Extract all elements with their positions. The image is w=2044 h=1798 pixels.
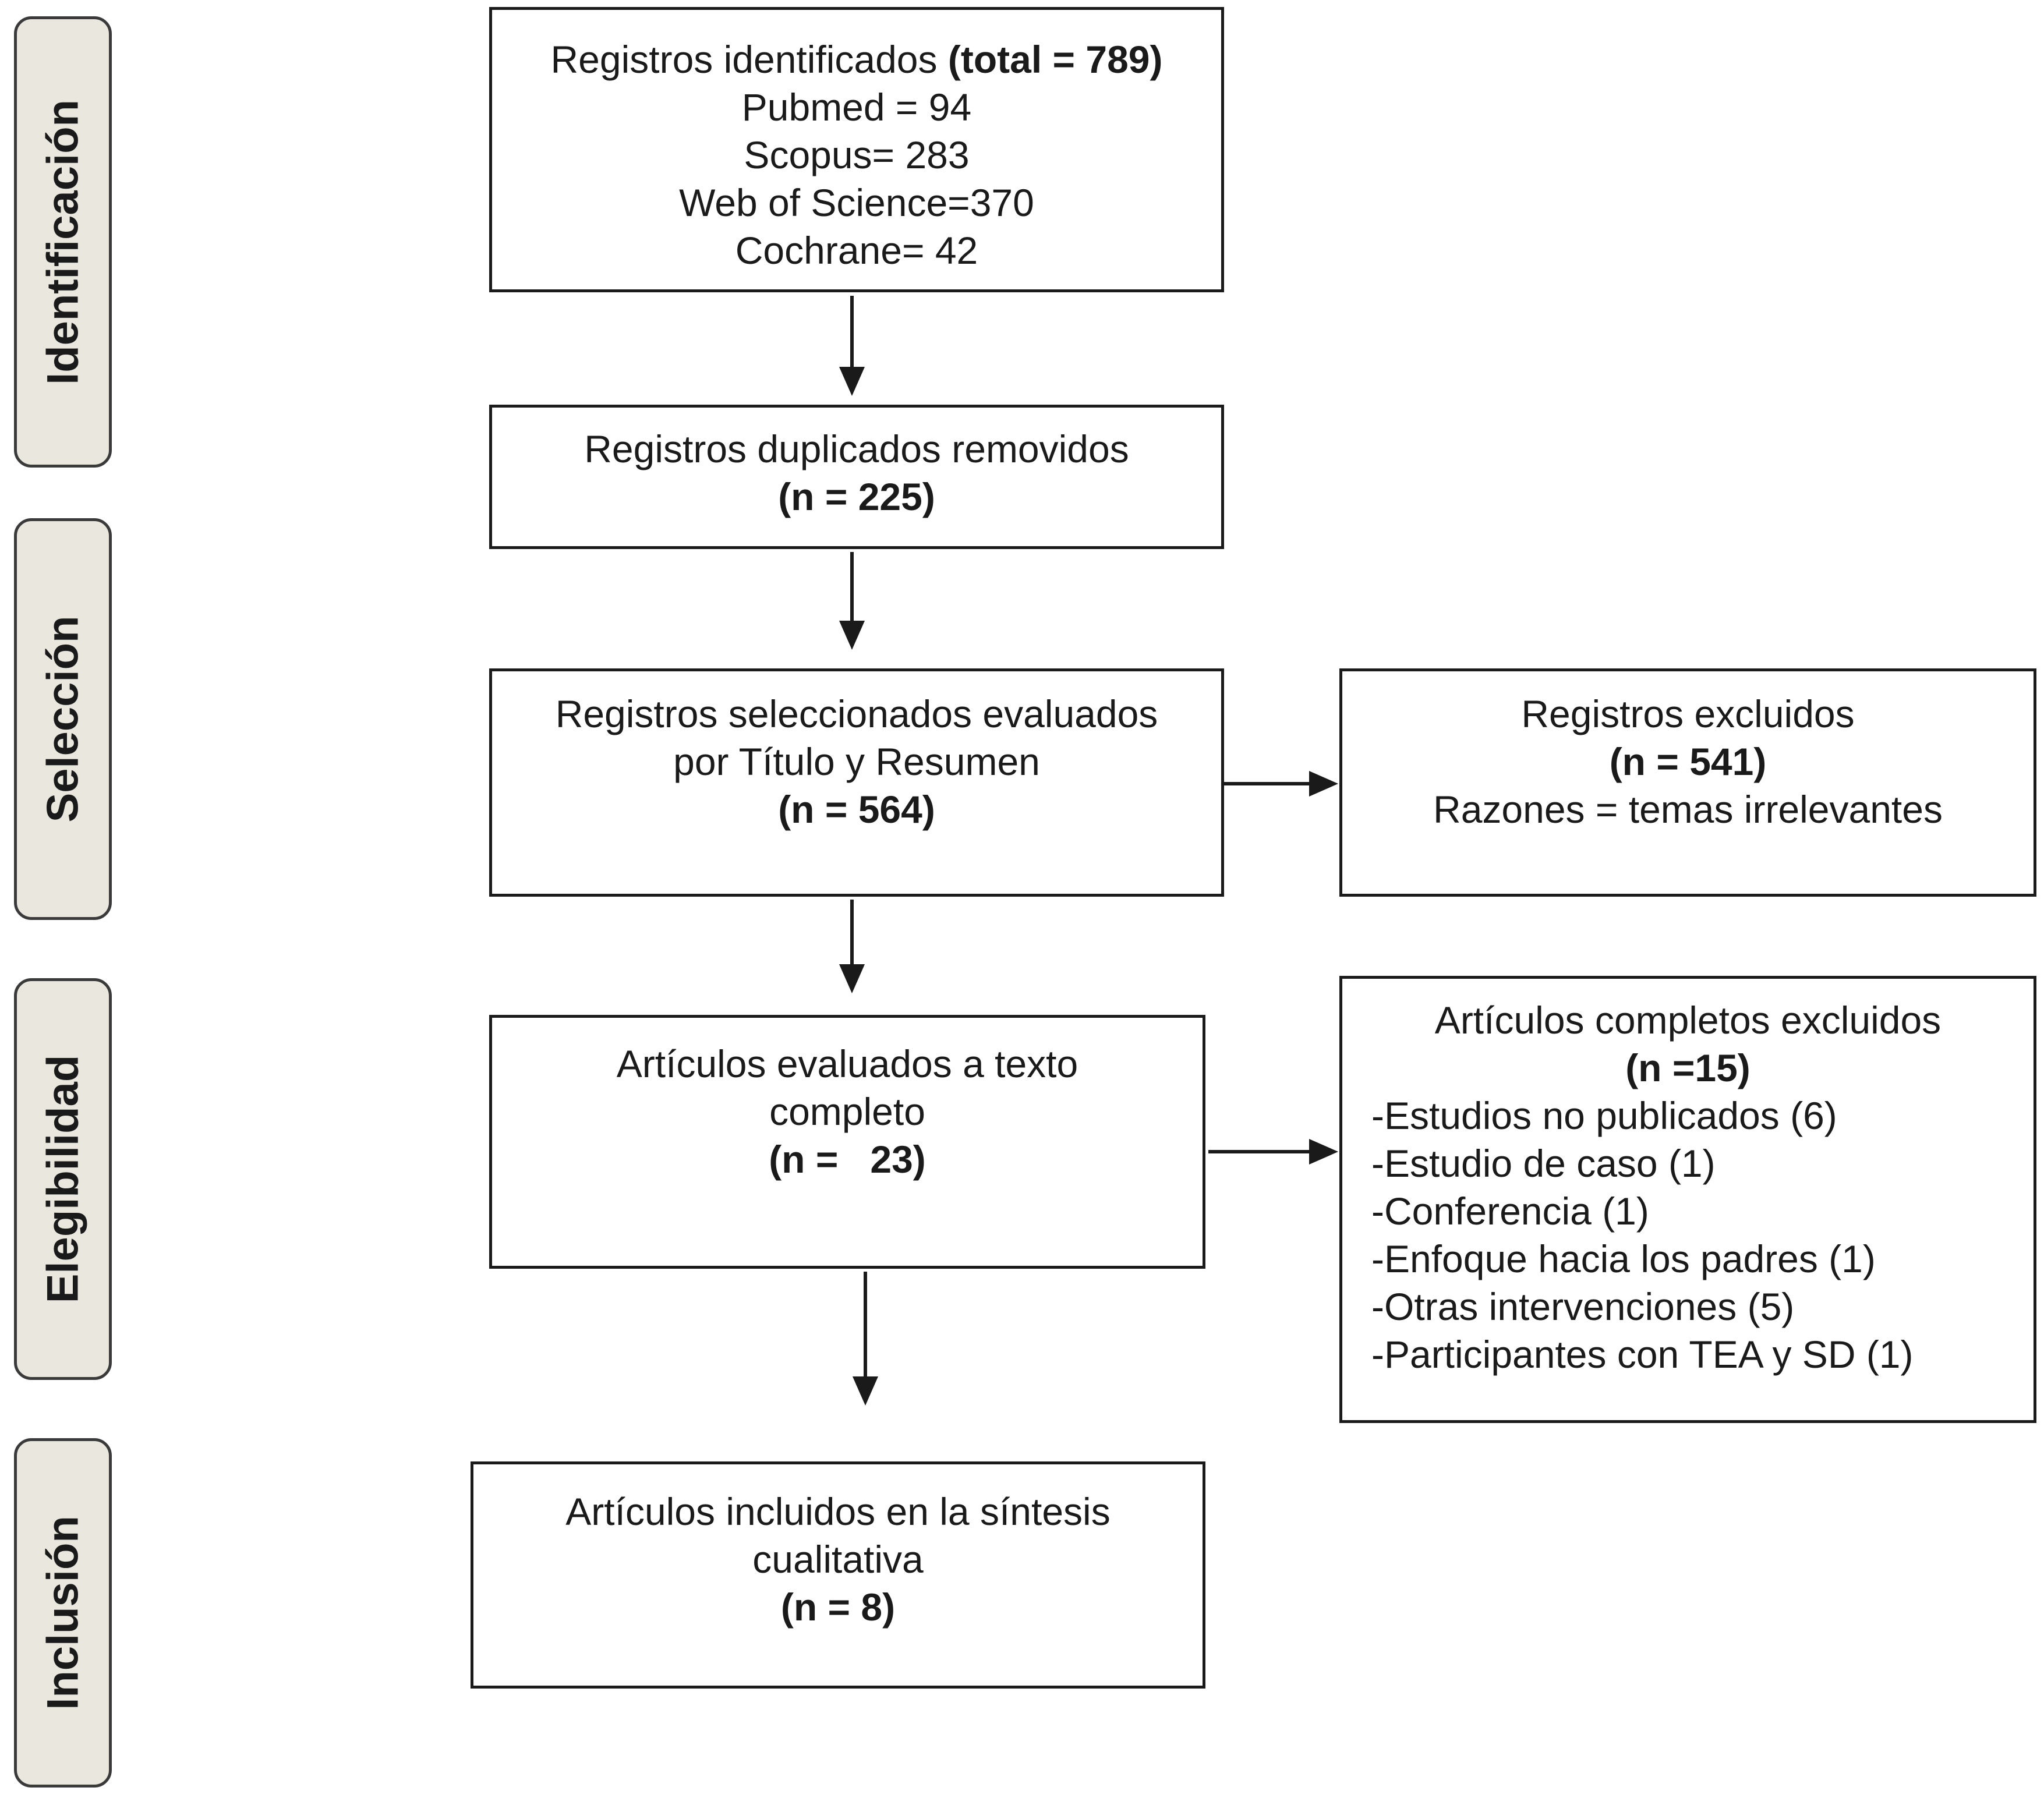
identified-wos: Web of Science=370 [679,181,1034,224]
duplicates-box: Registros duplicados removidos (n = 225) [489,405,1224,549]
identified-total: (total = 789) [947,38,1163,81]
screened-box: Registros seleccionados evaluados por Tí… [489,668,1224,897]
excluded-records-count: (n = 541) [1609,740,1767,783]
phase-inclusion: Inclusión [14,1438,112,1788]
excluded-records-reasons: Razones = temas irrelevantes [1433,788,1943,831]
fulltext-line1: Artículos evaluados a texto [616,1042,1078,1085]
excluded-reason-item: -Estudio de caso (1) [1371,1142,1716,1185]
screened-count: (n = 564) [778,788,935,831]
identified-title-line: Registros identificados (total = 789) [492,36,1221,83]
arrowhead-fulltext-to-excluded [1309,1139,1338,1165]
phase-seleccion: Selección [14,518,112,920]
phase-identificacion: Identificación [14,16,112,468]
excluded-articles-reason-list: -Estudios no publicados (6) -Estudio de … [1342,1092,2034,1378]
arrowhead-screened-to-excluded [1309,771,1338,797]
identified-cochrane: Cochrane= 42 [735,229,978,272]
identified-pubmed: Pubmed = 94 [741,86,972,129]
identified-records-box: Registros identificados (total = 789) Pu… [489,7,1224,292]
excluded-reason-item: -Conferencia (1) [1371,1190,1649,1233]
duplicates-label: Registros duplicados removidos [584,427,1129,470]
phase-elegibilidad: Elegibilidad [14,978,112,1380]
included-box: Artículos incluidos en la síntesis cuali… [471,1461,1205,1689]
excluded-articles-box: Artículos completos excluidos (n =15) -E… [1339,976,2036,1423]
included-line1: Artículos incluidos en la síntesis [565,1490,1111,1533]
fulltext-count: (n = 23) [769,1138,926,1181]
arrowhead-screened-to-fulltext [839,964,865,993]
arrowhead-identified-to-duplicates [839,367,865,396]
fulltext-line2: completo [769,1090,925,1133]
excluded-articles-label: Artículos completos excluidos [1434,999,1942,1042]
screened-line2: por Título y Resumen [673,740,1040,783]
excluded-records-label: Registros excluidos [1521,692,1855,735]
excluded-reason-item: -Otras intervenciones (5) [1371,1285,1795,1328]
included-line2: cualitativa [752,1538,924,1581]
excluded-reason-item: -Estudios no publicados (6) [1371,1094,1837,1137]
arrowhead-duplicates-to-screened [839,621,865,650]
screened-line1: Registros seleccionados evaluados [555,692,1158,735]
duplicates-count: (n = 225) [778,475,935,518]
included-count: (n = 8) [780,1585,896,1629]
identified-title: Registros identificados [550,38,948,81]
identified-scopus: Scopus= 283 [744,133,970,176]
excluded-reason-item: -Enfoque hacia los padres (1) [1371,1237,1876,1280]
fulltext-box: Artículos evaluados a texto completo (n … [489,1015,1205,1269]
excluded-articles-count: (n =15) [1625,1046,1751,1089]
excluded-reason-item: -Participantes con TEA y SD (1) [1371,1333,1914,1376]
arrowhead-fulltext-to-included [853,1376,878,1406]
excluded-records-box: Registros excluidos (n = 541) Razones = … [1339,668,2036,897]
